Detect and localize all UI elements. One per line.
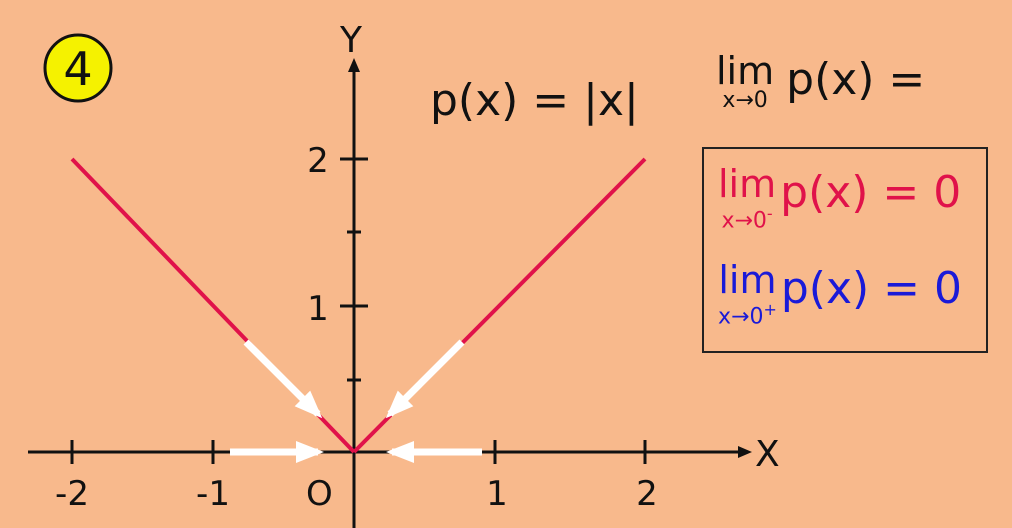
- lim-subscript-text: x→0: [721, 208, 767, 234]
- step-badge: 4: [43, 33, 113, 103]
- left-limit-operator: lim x→0-: [718, 165, 776, 232]
- function-label: p(x) = |x|: [430, 75, 639, 126]
- lim-sign: -: [766, 204, 773, 223]
- x-tick-label: 2: [636, 474, 658, 514]
- approach-arrow-left-branch: [243, 339, 323, 419]
- one-sided-limits-box: lim x→0- p(x) = 0 lim x→0+ p(x) = 0: [702, 147, 988, 353]
- right-limit-operator: lim x→0+: [718, 261, 777, 328]
- left-limit: lim x→0- p(x) = 0: [718, 165, 961, 232]
- lim-subscript: x→0: [722, 88, 768, 113]
- lim-sign: +: [763, 300, 777, 319]
- lim-subscript: x→0+: [718, 299, 777, 328]
- approach-arrow-right-branch: [385, 339, 465, 419]
- right-limit-expr: p(x) = 0: [780, 263, 962, 314]
- limit-question-operator: lim x→0: [716, 52, 774, 112]
- x-tick-label: 1: [486, 474, 508, 514]
- badge-circle: [43, 33, 113, 103]
- x-axis-label: X: [755, 434, 780, 475]
- limit-question-expr: p(x) =: [786, 54, 926, 105]
- origin-label: O: [306, 474, 333, 514]
- lim-subscript-text: x→0: [718, 304, 764, 330]
- y-axis-label: Y: [339, 20, 363, 61]
- lim-word: lim: [718, 162, 777, 206]
- lim-word: lim: [716, 49, 775, 93]
- limit-question: lim x→0 p(x) =: [716, 52, 925, 112]
- y-tick-label: 1: [307, 289, 329, 329]
- lim-subscript: x→0-: [721, 203, 772, 232]
- left-limit-expr: p(x) = 0: [780, 167, 962, 218]
- x-ticks: [70, 440, 647, 464]
- x-tick-label: -2: [55, 474, 89, 514]
- y-tick-label: 2: [307, 141, 329, 181]
- right-limit: lim x→0+ p(x) = 0: [718, 261, 962, 328]
- y-ticks: [340, 157, 368, 382]
- badge-number: 4: [63, 42, 92, 96]
- x-tick-label: -1: [196, 474, 230, 514]
- lim-word: lim: [718, 258, 777, 302]
